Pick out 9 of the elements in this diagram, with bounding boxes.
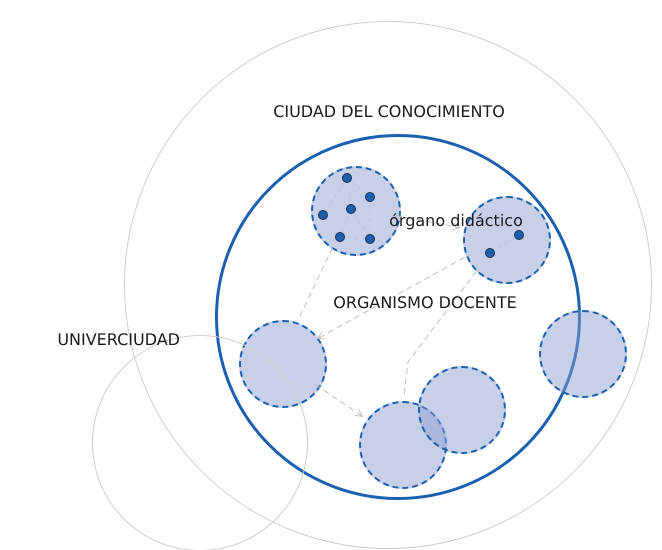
dashed-arrow: [396, 214, 460, 230]
dashed-arrow: [317, 256, 465, 340]
circle-label: CIUDAD DEL CONOCIMIENTO: [273, 104, 505, 120]
circle-label: ORGANISMO DOCENTE: [333, 295, 517, 311]
circle-area: [215, 134, 581, 500]
circle-label: UNIVERCIUDAD: [57, 332, 180, 348]
floating-label: órgano didáctico: [389, 213, 523, 229]
dashed-arrow: [314, 384, 364, 417]
dashed-circle: [239, 320, 327, 408]
